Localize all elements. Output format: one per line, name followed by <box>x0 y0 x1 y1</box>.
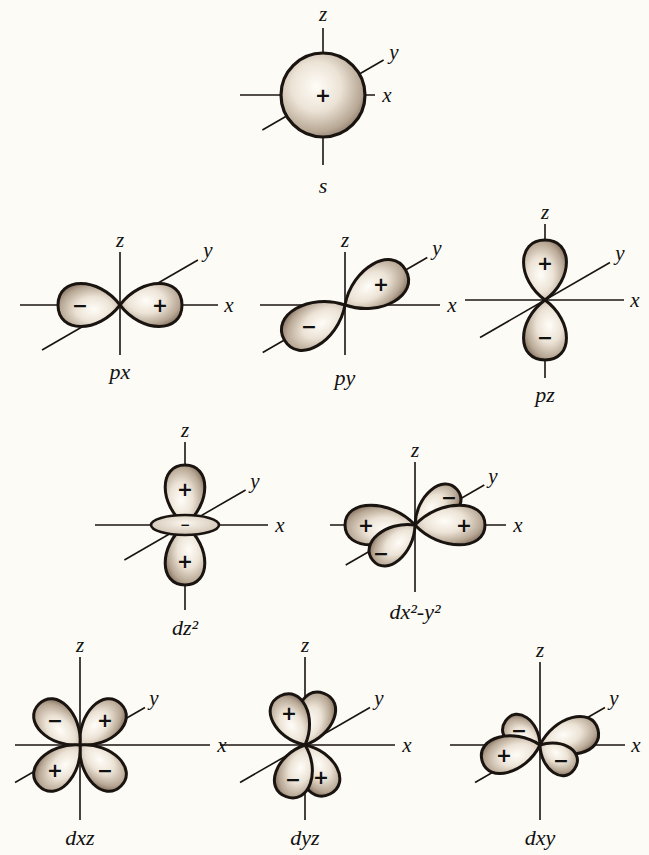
orbital-drawing <box>20 252 218 355</box>
axis-label: z <box>301 635 309 656</box>
sign-label: − <box>441 488 457 507</box>
axis-label: y <box>488 466 497 487</box>
axis-label: y <box>615 243 624 264</box>
axis-label: y <box>432 238 441 259</box>
sign-label: + <box>496 746 512 765</box>
orbital-label: py <box>335 367 356 389</box>
orbital-label: pz <box>535 384 555 406</box>
orbital-label: dxz <box>65 827 94 849</box>
orbital-drawing <box>15 657 210 820</box>
sign-label: + <box>315 86 331 105</box>
sign-label: + <box>177 552 193 571</box>
orbital-lobe <box>264 688 321 753</box>
axis-line <box>42 260 198 350</box>
orbital-lobe <box>120 284 182 327</box>
orbital-label: dx²-y² <box>389 601 440 623</box>
axis-label: x <box>224 295 233 316</box>
axis-label: x <box>402 735 411 756</box>
orbital-drawing <box>450 662 625 820</box>
axis-label: y <box>389 42 398 63</box>
sign-label: + <box>152 296 168 315</box>
sign-label: − <box>553 751 569 770</box>
sign-label: + <box>177 480 193 499</box>
axis-label: x <box>513 515 522 536</box>
sign-label: + <box>97 711 113 730</box>
axis-label: z <box>319 4 327 25</box>
orbital-drawing <box>240 28 384 165</box>
sign-label: − <box>180 519 190 531</box>
orbital-label: px <box>110 361 131 383</box>
axis-label: z <box>411 440 419 461</box>
sign-label: − <box>97 761 113 780</box>
orbital-label: dxy <box>525 827 556 849</box>
sign-label: − <box>511 721 527 740</box>
orbital-lobe <box>26 732 93 799</box>
axis-line <box>475 708 605 783</box>
axis-label: z <box>541 202 549 223</box>
axis-label: z <box>536 640 544 661</box>
sign-label: + <box>358 516 374 535</box>
sign-label: − <box>285 770 301 789</box>
orbital-label: s <box>319 175 328 197</box>
orbital-lobe <box>415 505 485 545</box>
axis-label: x <box>382 85 391 106</box>
axis-label: z <box>76 635 84 656</box>
sign-label: − <box>537 328 553 347</box>
sign-label: + <box>373 275 389 294</box>
axis-label: x <box>447 295 456 316</box>
axis-label: y <box>250 471 259 492</box>
orbital-lobe <box>531 733 582 781</box>
orbital-lobe <box>524 240 567 300</box>
axis-label: z <box>116 230 124 251</box>
orbital-lobe <box>334 251 416 323</box>
axis-label: x <box>275 515 284 536</box>
sign-label: − <box>47 711 63 730</box>
orbital-lobe <box>274 286 356 358</box>
orbital-drawing <box>95 442 268 610</box>
sign-label: + <box>47 761 63 780</box>
axis-label: z <box>341 230 349 251</box>
sign-label: − <box>373 544 389 563</box>
axis-label: y <box>203 240 212 261</box>
orbital-drawing <box>330 462 506 592</box>
orbital-label: dyz <box>290 827 319 849</box>
sign-label: + <box>537 254 553 273</box>
axis-label: x <box>217 735 226 756</box>
axis-label: y <box>609 688 618 709</box>
sign-label: − <box>301 317 317 336</box>
orbital-drawing <box>220 657 395 820</box>
axis-label: y <box>149 688 158 709</box>
axis-label: z <box>181 420 189 441</box>
orbital-lobe <box>58 284 120 327</box>
sign-label: + <box>281 704 297 723</box>
axis-label: y <box>374 688 383 709</box>
orbital-drawing <box>260 251 440 358</box>
orbital-drawing <box>465 224 624 378</box>
axis-label: x <box>630 290 639 311</box>
orbital-lobe <box>477 727 544 778</box>
axis-label: x <box>631 735 640 756</box>
orbital-lobe <box>524 300 567 360</box>
orbital-label: dz² <box>172 617 198 639</box>
sign-label: + <box>456 516 472 535</box>
sign-label: + <box>313 768 329 787</box>
sign-label: − <box>72 296 88 315</box>
orbital-ring <box>151 515 219 535</box>
axis-line <box>15 744 210 746</box>
orbital-sphere <box>281 53 365 137</box>
